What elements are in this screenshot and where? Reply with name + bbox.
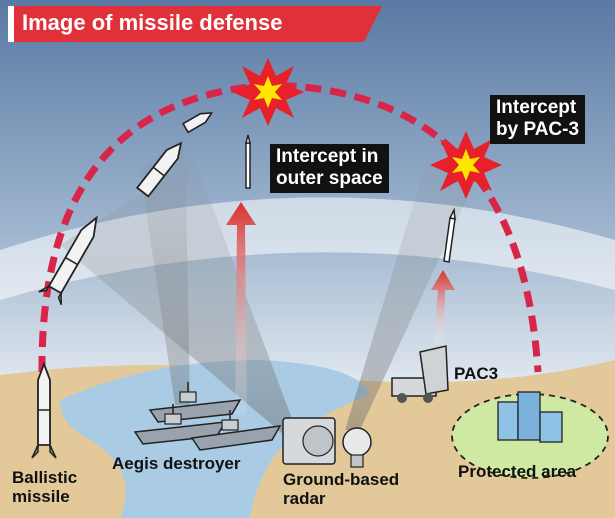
interceptor-icon	[245, 134, 251, 189]
missile-icon	[182, 112, 214, 134]
pac3-label: PAC3	[454, 364, 499, 383]
page-title: Image of missile defense	[22, 10, 283, 35]
missile-icon	[135, 141, 183, 198]
interceptor-arrow-pac3	[431, 270, 455, 345]
launcher-icon	[391, 345, 449, 403]
intercept-pac3-label: Intercept by PAC-3	[490, 95, 586, 144]
interceptor-arrow-aegis	[226, 202, 256, 415]
ground-radar-label: Ground-based radar	[283, 470, 400, 509]
radar-beam	[140, 135, 190, 405]
explosion-icon	[430, 131, 502, 199]
missile-icon	[38, 215, 98, 306]
protected-area-label: Protected area	[458, 462, 577, 481]
radar-beam	[345, 165, 480, 430]
title-banner	[8, 6, 382, 42]
building-icon	[497, 391, 563, 443]
interceptor-icon	[443, 207, 456, 263]
title-accent	[8, 6, 14, 42]
intercept-outer-space-label: Intercept in outer space	[270, 144, 389, 193]
radar-icon	[282, 417, 372, 468]
aegis-destroyer-label: Aegis destroyer	[112, 454, 241, 473]
destroyer-icon	[133, 404, 227, 445]
ballistic-missile-label: Ballistic missile	[12, 468, 78, 507]
missile-icon	[31, 361, 57, 459]
destroyer-icon	[190, 410, 282, 451]
explosion-icon	[232, 58, 304, 126]
